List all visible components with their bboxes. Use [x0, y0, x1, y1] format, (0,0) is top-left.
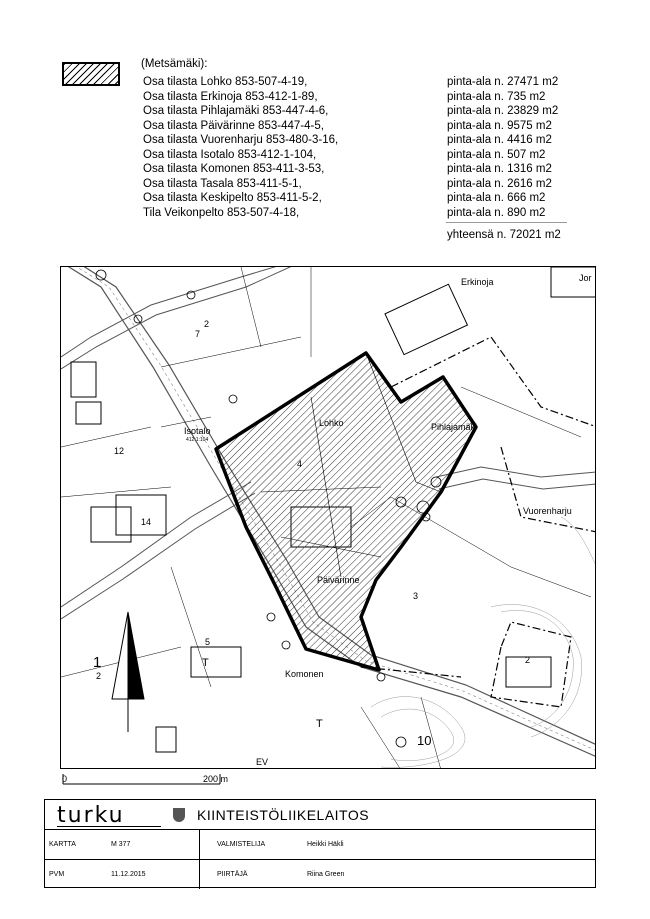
scale-label-zero: 0 — [62, 774, 68, 784]
map-label-number: 5 — [205, 637, 210, 647]
map-label-number: 3 — [413, 591, 418, 601]
parcel-name: Osa tilasta Tasala 853-411-5-1, — [143, 177, 302, 190]
parcel-name: Tila Veikonpelto 853-507-4-18, — [143, 206, 300, 219]
parcel-area: pinta-ala n. 507 m2 — [447, 148, 546, 161]
map-label-t1: T — [202, 657, 209, 669]
map-label-corner: Jor — [579, 273, 592, 283]
title-block-row: KARTTA M 377 VALMISTELIJA Heikki Häkli — [45, 830, 595, 860]
parcel-area: pinta-ala n. 23829 m2 — [447, 105, 559, 117]
west-road — [61, 481, 256, 620]
parcel-row: Osa tilasta Lohko 853-507-4-19, pinta-ala… — [143, 75, 568, 90]
title-block-row: PVM 11.12.2015 PIIRTÄJÄ Riina Green — [45, 860, 595, 889]
parcel-row: Osa tilasta Komonen 853-411-3-53, pinta-a… — [143, 162, 568, 177]
map-label-komonen: Komonen — [285, 669, 324, 679]
parcel-area: pinta-ala n. 27471 m2 — [447, 76, 559, 88]
map-label-lohko: Lohko — [319, 418, 344, 428]
map-label-number: 2 — [525, 655, 530, 665]
east-road — [435, 466, 595, 490]
parcel-row: Osa tilasta Keskipelto 853-411-5-2, pinta… — [143, 191, 568, 206]
map-label-number: 2 — [96, 671, 101, 681]
crest-icon — [173, 808, 185, 822]
map-label-isotalo: Isotalo — [184, 426, 211, 436]
department-name: KIINTEISTÖLIIKELAITOS — [197, 807, 370, 823]
map-label-number: 2 — [204, 319, 209, 329]
scale-bar — [62, 774, 221, 785]
map-label-block-10: 10 — [417, 733, 431, 748]
map-label-isotalo-id: 412:1:104 — [186, 437, 208, 443]
parcel-row: Osa tilasta Vuorenharju 853-480-3-16, pin… — [143, 133, 568, 148]
map-label-number: 14 — [141, 517, 151, 527]
north-road — [61, 267, 292, 370]
map-label-number: 12 — [114, 446, 124, 456]
parcel-area: pinta-ala n. 1316 m2 — [447, 163, 552, 175]
north-arrow-icon — [111, 611, 145, 732]
map-symbols — [95, 269, 442, 748]
map-label-ev: EV — [256, 757, 268, 767]
total-area: yhteensä n. 72021 m2 — [447, 229, 561, 241]
map-label-block-1: 1 — [93, 654, 101, 671]
map-label-erkinoja: Erkinoja — [461, 277, 494, 287]
parcel-row: Osa tilasta Päivärinne 853-447-4-5, pinta… — [143, 119, 568, 134]
title-block-header: turku KIINTEISTÖLIIKELAITOS — [45, 800, 595, 830]
legend-hatch-swatch — [62, 62, 120, 86]
legend-heading: (Metsämäki): — [141, 58, 208, 70]
parcel-name: Osa tilasta Pihlajamäki 853-447-4-6, — [143, 105, 329, 117]
contour-lines — [370, 516, 595, 768]
map-label-pihlajamaki: Pihlajamäki — [431, 422, 477, 432]
parcel-name: Osa tilasta Lohko 853-507-4-19, — [143, 76, 308, 88]
map-canvas: Erkinoja Jor Isotalo 412:1:104 Lohko Pih… — [61, 267, 595, 768]
pvm-value: 11.12.2015 — [111, 871, 146, 878]
parcel-area: pinta-ala n. 890 m2 — [447, 206, 546, 219]
piirtaja-value: Riina Green — [307, 871, 345, 878]
map-label-t2: T — [316, 718, 323, 730]
target-area-hatched[interactable] — [214, 351, 478, 672]
map-frame[interactable]: Erkinoja Jor Isotalo 412:1:104 Lohko Pih… — [60, 266, 596, 769]
scale-label-max: 200 m — [203, 774, 229, 784]
parcel-name: Osa tilasta Päivärinne 853-447-4-5, — [143, 119, 324, 132]
parcel-area: pinta-ala n. 4416 m2 — [447, 134, 552, 146]
kartta-value: M 377 — [111, 841, 131, 848]
target-interior-lines — [260, 352, 442, 578]
parcel-list: Osa tilasta Lohko 853-507-4-19, pinta-ala… — [143, 75, 568, 220]
brand-underline — [57, 826, 161, 827]
map-label-paivarinne: Päivärinne — [317, 575, 360, 585]
parcel-area: pinta-ala n. 2616 m2 — [447, 177, 552, 190]
parcel-name: Osa tilasta Isotalo 853-412-1-104, — [143, 148, 317, 161]
total-divider — [446, 222, 567, 223]
parcel-name: Osa tilasta Erkinoja 853-412-1-89, — [143, 90, 318, 103]
parcel-name: Osa tilasta Keskipelto 853-411-5-2, — [143, 192, 322, 204]
parcel-name: Osa tilasta Komonen 853-411-3-53, — [143, 163, 325, 175]
parcel-area: pinta-ala n. 9575 m2 — [447, 119, 552, 132]
map-label-vuorenharju: Vuorenharju — [523, 506, 572, 516]
parcel-row: Osa tilasta Erkinoja 853-412-1-89, pinta-… — [143, 90, 568, 105]
parcel-row: Osa tilasta Isotalo 853-412-1-104, pinta-… — [143, 148, 568, 163]
parcel-row: Tila Veikonpelto 853-507-4-18, pinta-ala … — [143, 206, 568, 221]
parcel-row: Osa tilasta Tasala 853-411-5-1, pinta-ala… — [143, 177, 568, 192]
title-block: turku KIINTEISTÖLIIKELAITOS KARTTA M 377… — [44, 799, 596, 889]
valmistelija-value: Heikki Häkli — [307, 841, 344, 848]
buildings — [70, 267, 595, 753]
parcel-area: pinta-ala n. 735 m2 — [447, 90, 546, 103]
map-label-number: 4 — [297, 459, 302, 469]
parcel-name: Osa tilasta Vuorenharju 853-480-3-16, — [143, 134, 339, 146]
brand-logo: turku — [57, 803, 125, 828]
parcel-row: Osa tilasta Pihlajamäki 853-447-4-6, pint… — [143, 104, 568, 119]
piirtaja-label: PIIRTÄJÄ — [217, 871, 248, 878]
map-label-number: 7 — [195, 329, 200, 339]
pvm-label: PVM — [49, 871, 65, 878]
kartta-label: KARTTA — [49, 841, 76, 848]
valmistelija-label: VALMISTELIJA — [217, 841, 266, 848]
parcel-area: pinta-ala n. 666 m2 — [447, 192, 546, 204]
